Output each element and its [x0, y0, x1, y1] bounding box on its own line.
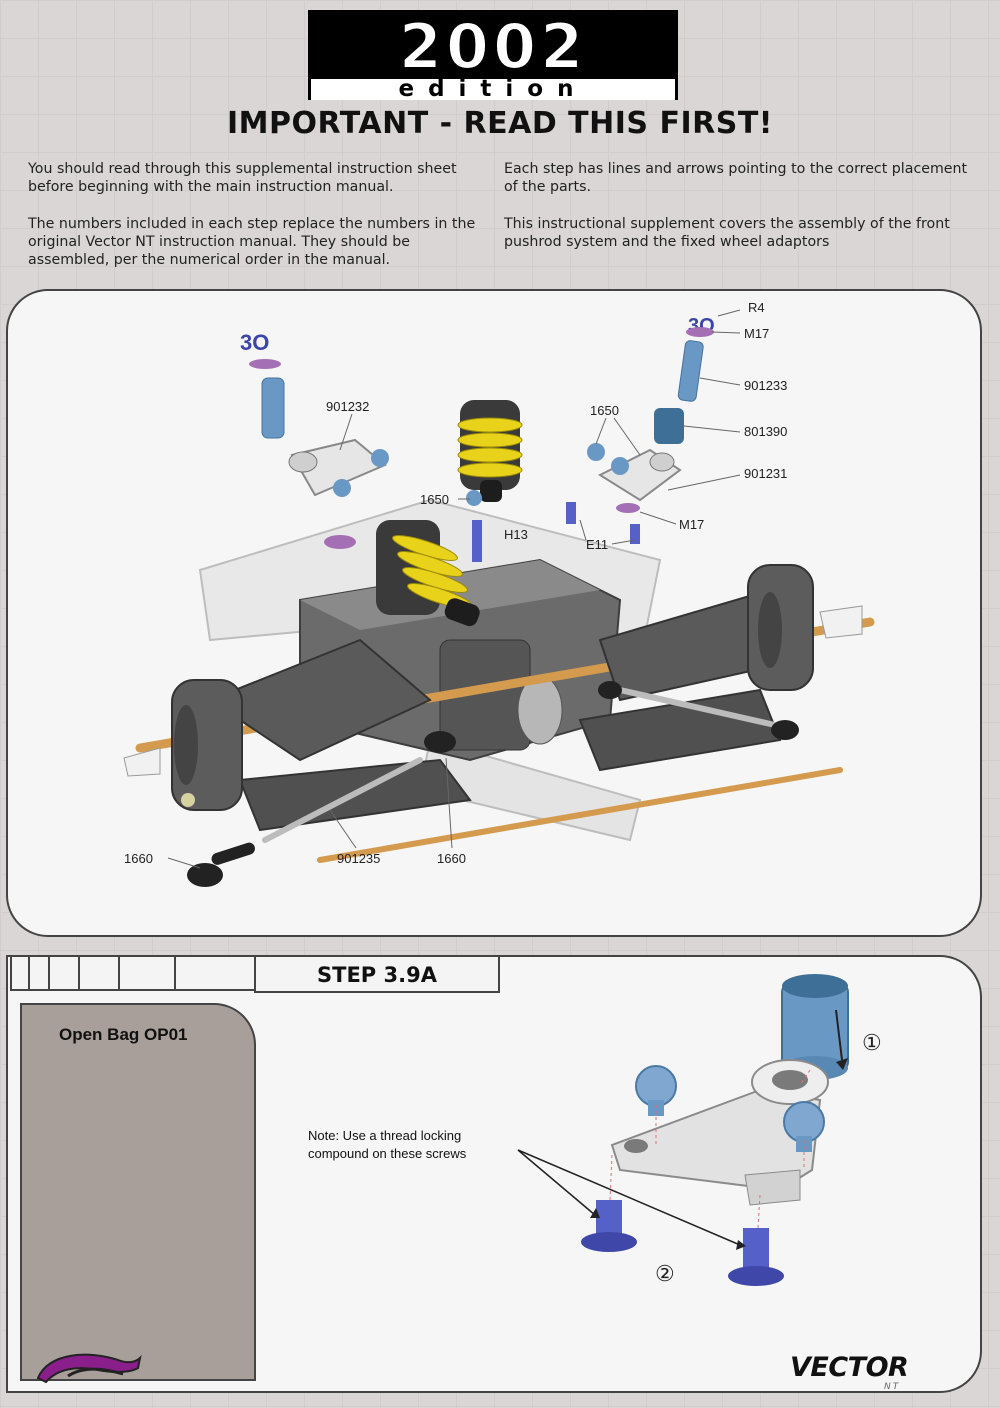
step-tab-cell [78, 955, 120, 991]
leader-lines [167, 309, 741, 869]
insert-arrow-head [836, 1058, 848, 1070]
logo-edition: edition [398, 76, 588, 102]
wishbones [207, 588, 802, 832]
intro-right-2: This instructional supplement covers the… [504, 216, 950, 250]
rocker-arm-right: 3O [566, 315, 715, 544]
label-901235: 901235 [337, 851, 381, 866]
callout-1: ① [862, 1030, 882, 1055]
screws [581, 1200, 784, 1286]
bag-label: Open Bag OP01 [59, 1025, 188, 1044]
bag-box: Open Bag OP01 [20, 1003, 256, 1381]
label-801390: 801390 [744, 424, 788, 439]
insert-arrow [835, 1009, 843, 1061]
step-tab-cell [174, 955, 256, 991]
intro-left-2: The numbers included in each step replac… [28, 216, 476, 268]
manufacturer-logo [36, 1353, 142, 1384]
thread-lock-note: Note: Use a thread locking compound on t… [308, 1128, 467, 1161]
callout-2: ② [655, 1261, 675, 1286]
logo-bar [311, 79, 675, 100]
step-rocker-arm [610, 1059, 829, 1206]
alignment-lines [609, 1069, 811, 1229]
label-r4: R4 [748, 300, 765, 315]
hub-left [123, 679, 243, 811]
label-1660-center: 1660 [437, 851, 466, 866]
label-h13: H13 [504, 527, 528, 542]
label-901233: 901233 [744, 378, 788, 393]
step-title: STEP 3.9A [254, 955, 500, 993]
label-901232: 901232 [326, 399, 370, 414]
label-e11: E11 [586, 537, 609, 552]
label-901231: 901231 [744, 466, 788, 481]
label-1660-left: 1660 [124, 851, 153, 866]
page-headline: IMPORTANT - READ THIS FIRST! [227, 106, 773, 141]
label-1650-right: 1650 [590, 403, 619, 418]
logo-year: 2002 [398, 10, 588, 83]
label-m17-top: M17 [744, 326, 770, 341]
hub-right [747, 564, 863, 691]
vector-brand-sub: NT [884, 1382, 901, 1392]
pushrods [187, 681, 799, 887]
rocker-arm-left: 3O [240, 330, 389, 497]
shock-top [457, 400, 523, 562]
edition-logo: 2002 edition [308, 10, 678, 102]
intro-right-1: Each step has lines and arrows pointing … [504, 161, 968, 195]
svg-text:3O: 3O [240, 330, 269, 355]
label-m17-bottom: M17 [679, 517, 705, 532]
label-1650-center: 1650 [420, 492, 449, 507]
intro-left-1: You should read through this supplementa… [28, 161, 457, 195]
shock-bottom [324, 520, 480, 627]
note-arrows [517, 1149, 746, 1250]
vector-brand: VECTOR [790, 1352, 909, 1383]
